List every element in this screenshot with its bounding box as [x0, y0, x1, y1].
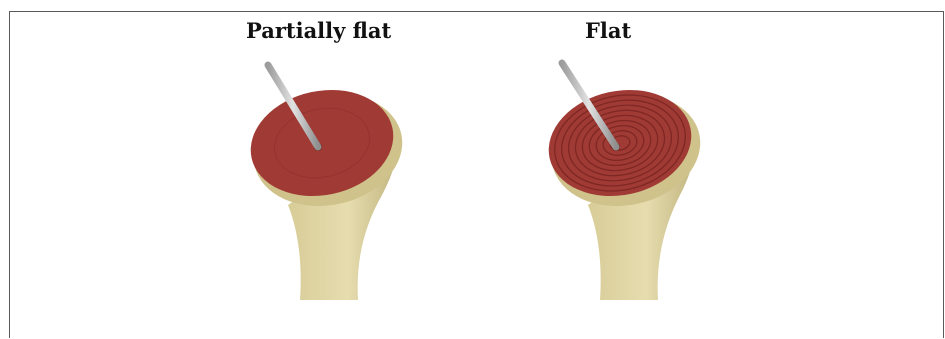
- panel-label-flat: Flat: [585, 18, 631, 43]
- humerus-partially-flat-illustration: [230, 55, 430, 305]
- panel-label-partially-flat: Partially flat: [246, 18, 391, 43]
- humerus-flat-illustration: [520, 55, 720, 305]
- figure-frame: [9, 11, 944, 338]
